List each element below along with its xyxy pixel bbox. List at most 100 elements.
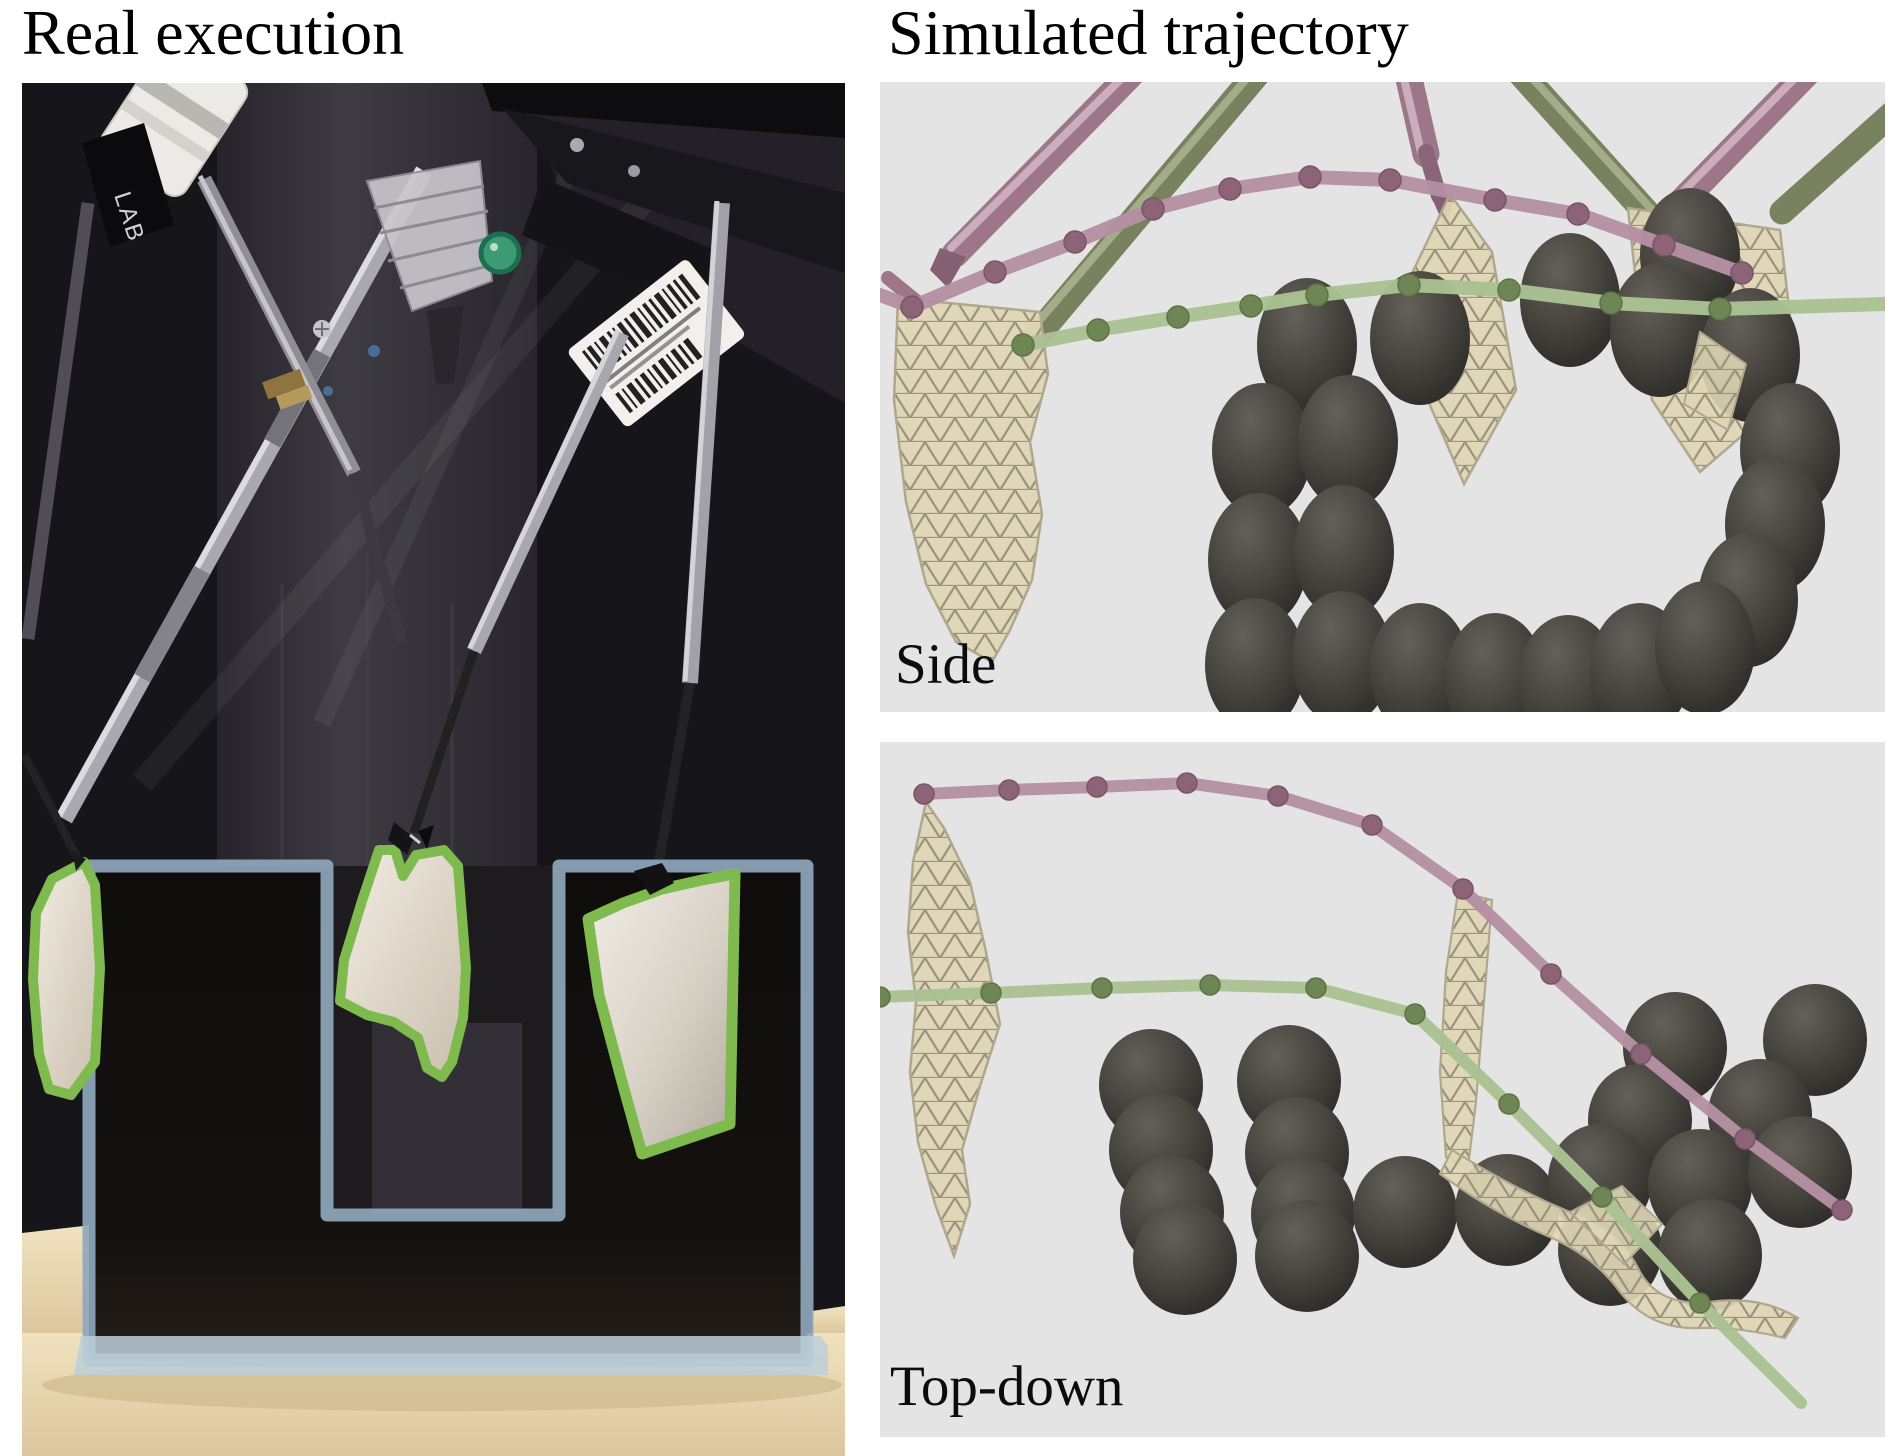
blue-base-skirt [74, 1336, 828, 1375]
instrument-wrist [652, 682, 695, 874]
waypoint-marker-pink [983, 260, 1007, 284]
instrument-wrist [409, 649, 479, 835]
real-execution-photo: LAB [22, 83, 845, 1456]
side-view-render [880, 82, 1885, 712]
cloth-left-annotated [28, 857, 105, 1100]
green-sticker-icon [478, 231, 522, 275]
waypoint-marker-pink [1298, 165, 1322, 189]
cone-ridges [373, 184, 493, 290]
mesh-cloth-middle-strip-grid [1438, 890, 1494, 1169]
waypoint-marker-green [1498, 1093, 1520, 1115]
obstacle-sphere [1294, 485, 1394, 619]
table-right [812, 1306, 845, 1335]
shaft-highlight [467, 328, 621, 650]
obstacle-sphere [1353, 1156, 1457, 1268]
cloth-middle-annotated [335, 845, 471, 1082]
robot-arm-pink-icon [1395, 82, 1440, 168]
obstacle-sphere [1212, 383, 1312, 517]
waypoint-marker-pink [1452, 878, 1474, 900]
waypoint-marker-green [1404, 1003, 1426, 1025]
waypoint-marker-pink [1063, 230, 1087, 254]
obstacle-sphere [1658, 1199, 1762, 1311]
blue-bolt-icon [323, 386, 333, 396]
waypoint-marker-green [1239, 294, 1263, 318]
instrument-shaft-icon [682, 202, 730, 684]
obstacle-sphere [1292, 591, 1392, 712]
robot-arm-pink-icon [941, 82, 1143, 268]
waypoint-marker-green [1086, 318, 1110, 342]
waypoint-marker-pink [1540, 963, 1562, 985]
obstacle-sphere [1133, 1203, 1237, 1315]
obstacle-sphere [1255, 1200, 1359, 1312]
photo-illustration: LAB [22, 83, 845, 1456]
bolt-icon [570, 138, 584, 152]
waypoint-marker-pink [1566, 202, 1590, 226]
screw-cross [315, 322, 329, 336]
cloths-back [906, 798, 1002, 1260]
spheres [1099, 984, 1867, 1315]
frame-bracket [502, 108, 845, 273]
brass-clamp [262, 368, 313, 410]
shaft-highlight [56, 166, 422, 818]
mesh-cloth-left-grid [906, 798, 1002, 1260]
arm-highlight [947, 82, 1124, 252]
waypoint-marker-pink [1267, 785, 1289, 807]
table-left [22, 1225, 92, 1335]
mesh-cloth-right-front-grid [1682, 330, 1748, 432]
instrument-shaft-icon [22, 202, 95, 640]
lab-tool [82, 123, 174, 247]
arm-highlight [1400, 82, 1425, 156]
cloth-right-annotated [582, 868, 741, 1160]
obstacle-sphere [1370, 603, 1470, 712]
waypoint-marker-green [1305, 977, 1327, 999]
waypoint-marker-green [1091, 977, 1113, 999]
top-down-view-panel: Top-down [880, 742, 1885, 1437]
obstacle-sphere [1298, 375, 1398, 509]
waypoint-marker-pink [900, 295, 924, 319]
waypoint-marker-green [1305, 283, 1329, 307]
trajectories [880, 772, 1853, 1409]
waypoint-marker-green [1011, 333, 1035, 357]
barcode-label [568, 260, 745, 427]
gripper-jaw-icon [388, 822, 414, 855]
robot-arm-green-icon [1769, 103, 1885, 225]
sticker-glint [490, 243, 498, 251]
waypoint-marker-pink [1483, 188, 1507, 212]
waypoint-marker-pink [1734, 1128, 1756, 1150]
waypoint-marker-pink [1630, 1043, 1652, 1065]
waypoint-marker-pink [998, 779, 1020, 801]
shaft-highlight [682, 200, 720, 682]
waypoint-marker-pink [1086, 776, 1108, 798]
waypoint-marker-pink [1176, 772, 1198, 794]
cone-tip [427, 305, 464, 385]
instrument-wrist [22, 753, 82, 861]
waypoint-marker-pink [1141, 197, 1165, 221]
instrument-shaft-icon [56, 166, 432, 824]
obstacle-sphere [1655, 581, 1755, 712]
gripper-glint [409, 833, 421, 845]
waypoint-marker-pink [1218, 177, 1242, 201]
mesh-cloth-left-grid [892, 296, 1050, 664]
obstacle-sphere [1370, 271, 1470, 405]
waypoint-marker-green [1689, 1292, 1711, 1314]
obstacle-sphere [1257, 278, 1357, 412]
waypoint-marker-green [1166, 305, 1190, 329]
gripper-jaw-icon [418, 825, 434, 849]
trajectories [880, 165, 1885, 357]
gripper-pink-icon [930, 248, 966, 288]
instrument-wrist [348, 471, 408, 645]
waypoint-marker-green [1199, 974, 1221, 996]
frame-bar [482, 83, 845, 138]
waypoint-marker-green [1591, 1186, 1613, 1208]
title-real-execution: Real execution [22, 0, 405, 68]
waypoint-marker-green [980, 982, 1002, 1004]
side-view-label: Side [895, 633, 997, 696]
arm-highlight [1029, 82, 1249, 332]
top-down-view-label: Top-down [890, 1355, 1124, 1418]
waypoint-marker-pink [913, 783, 935, 805]
ghost-shaft-icon [132, 195, 652, 791]
waypoint-marker-green [1397, 273, 1421, 297]
waypoint-marker-pink [1378, 168, 1402, 192]
waypoint-marker-green [1599, 291, 1623, 315]
